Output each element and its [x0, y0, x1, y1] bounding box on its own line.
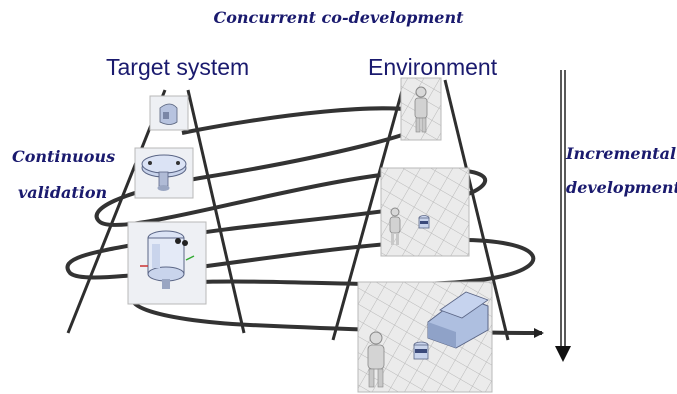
thumb-target-2 [134, 147, 194, 199]
target-system-heading: Target system [106, 54, 250, 80]
thumb-environment-3 [357, 281, 493, 393]
robot-full-icon [140, 230, 195, 289]
human-figure-icon [367, 331, 385, 388]
human-figure-icon [414, 86, 428, 133]
robot-small-icon [413, 341, 429, 360]
thumb-target-1 [149, 95, 189, 131]
sofa-icon [427, 291, 489, 349]
continuous-validation-line-2: validation [18, 183, 108, 202]
thumb-environment-2 [380, 167, 470, 257]
continuous-validation-line-1: Continuous [12, 147, 116, 166]
target-left-leg [66, 89, 167, 334]
human-figure-icon [389, 207, 401, 245]
incremental-development-line-1: Incremental [566, 144, 677, 163]
robot-small-icon [418, 215, 430, 229]
diagram-title: Concurrent co-development [213, 8, 464, 27]
environment-heading: Environment [368, 54, 498, 80]
robot-base-icon [141, 154, 187, 191]
robot-part-icon [159, 103, 178, 125]
environment-left-leg [331, 79, 407, 341]
continuous-validation-label: Continuous validation [12, 139, 115, 211]
thumb-target-3 [127, 221, 207, 305]
incremental-development-line-2: development [566, 178, 677, 197]
incremental-arrow-head [555, 346, 571, 362]
incremental-development-label: Incremental development [566, 137, 677, 205]
environment-right-leg [443, 79, 510, 341]
thumb-environment-1 [400, 77, 442, 141]
